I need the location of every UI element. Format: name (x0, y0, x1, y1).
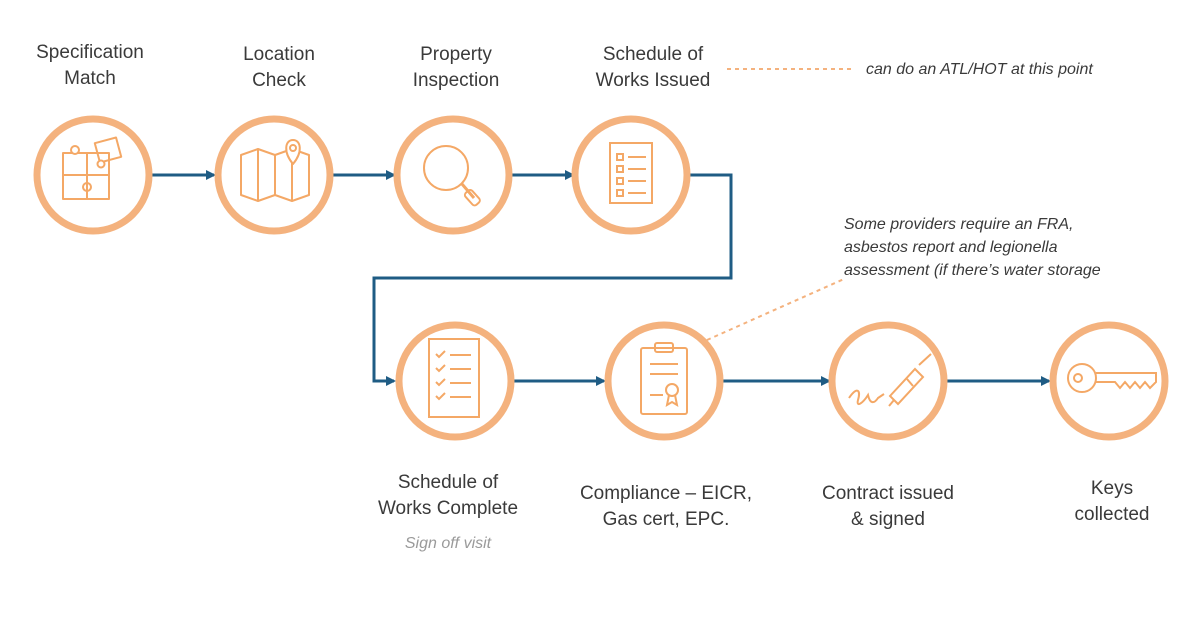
step-circle-property-inspection (393, 115, 513, 235)
step-label-line: Gas cert, EPC. (602, 509, 730, 530)
step-label-schedule-issued: Schedule of Works Issued (596, 42, 711, 94)
step-circle-contract (828, 321, 948, 441)
step-label-line: Inspection (412, 70, 500, 91)
step-circle-schedule-issued (571, 115, 691, 235)
atl-hot-annotation: can do an ATL/HOT at this point (866, 61, 1093, 78)
step-label-line: Contract issued (821, 483, 955, 504)
key-icon (1067, 363, 1157, 393)
certificate-icon (640, 342, 688, 415)
step-label-line: Match (64, 68, 116, 89)
step-circle-schedule-complete (395, 321, 515, 441)
step-label-contract: Contract issued & signed (822, 481, 954, 533)
step-label-property-inspection: Property Inspection (413, 42, 500, 94)
step-label-line: Schedule of (602, 44, 704, 65)
fra-annotation-line: asbestos report and legionella (844, 239, 1058, 256)
step-label-line: Schedule of (397, 472, 499, 493)
step-label-schedule-complete: Schedule of Works Complete (378, 470, 518, 522)
step-label-line: Location (243, 44, 315, 65)
connector-arrow-4-5 (372, 173, 733, 386)
step-label-line: Works Issued (595, 70, 711, 91)
puzzle-icon (62, 136, 123, 200)
step-circle-compliance (604, 321, 724, 441)
step-label-line: Keys (1090, 478, 1134, 499)
fountain-pen-signature-icon (848, 353, 932, 407)
step-label-line: Works Complete (377, 498, 519, 519)
map-pin-icon (240, 139, 310, 202)
fra-dashed-line (706, 278, 845, 341)
step-label-keys: Keys collected (1075, 476, 1150, 528)
step-label-specification-match: Specification Match (36, 40, 144, 92)
step-label-line: & signed (851, 509, 925, 530)
step-label-line: Property (420, 44, 492, 65)
step-label-compliance: Compliance – EICR, Gas cert, EPC. (580, 481, 752, 533)
magnifier-icon (423, 145, 481, 207)
checklist-icon (609, 142, 653, 204)
step-label-line: Compliance – EICR, (579, 483, 753, 504)
step-label-line: Specification (36, 42, 144, 63)
fra-annotation: Some providers require an FRA, asbestos … (844, 213, 1101, 282)
step-label-line: collected (1074, 504, 1150, 525)
step-label-line: Check (252, 70, 306, 91)
step-label-location-check: Location Check (243, 42, 315, 94)
fra-annotation-line: assessment (if there’s water storage (844, 262, 1101, 279)
checked-clipboard-icon (428, 338, 480, 418)
fra-annotation-line: Some providers require an FRA, (844, 216, 1074, 233)
sign-off-note: Sign off visit (404, 535, 492, 552)
